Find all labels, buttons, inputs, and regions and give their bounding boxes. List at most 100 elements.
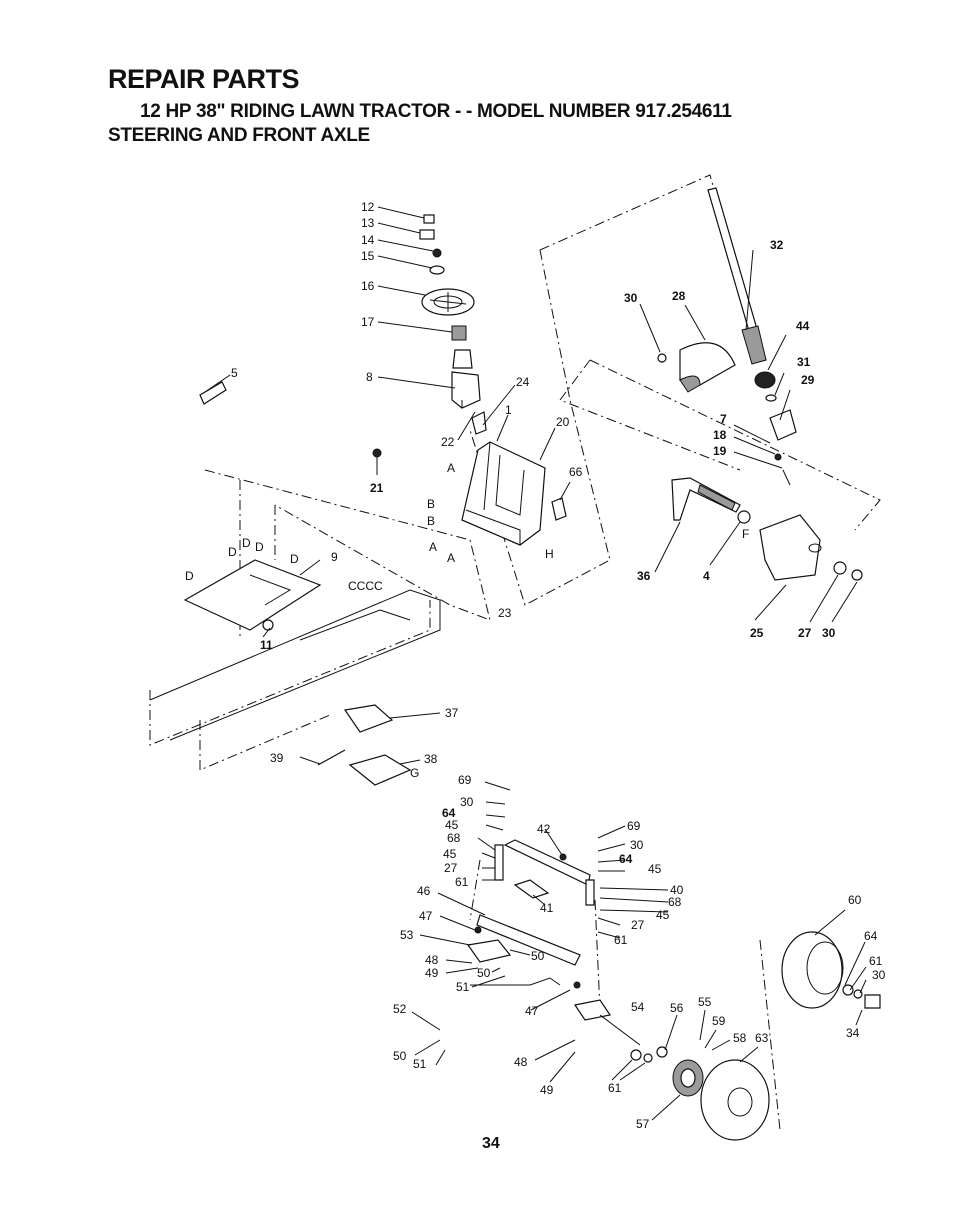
callout: 30 — [630, 838, 644, 852]
callout: A — [447, 551, 455, 565]
mount-bracket — [343, 704, 394, 733]
axle-bracket — [348, 754, 412, 786]
callout: 28 — [672, 289, 686, 303]
callout: 30 — [460, 795, 474, 809]
nut-part — [432, 248, 442, 258]
callout: 39 — [270, 751, 284, 765]
spindle-right — [574, 999, 611, 1021]
callout: 30 — [872, 968, 886, 982]
callout: 64 — [864, 929, 878, 943]
callout: 36 — [637, 569, 651, 583]
callout: A — [447, 461, 455, 475]
spindle-left — [466, 939, 512, 963]
callout: 61 — [455, 875, 469, 889]
callout: 51 — [456, 980, 470, 994]
callout: 54 — [631, 1000, 645, 1014]
wheels — [630, 931, 881, 1141]
ring-part — [737, 510, 751, 524]
callout: D — [242, 536, 251, 550]
callout: 69 — [627, 819, 641, 833]
callout: 48 — [425, 953, 439, 967]
page-title: REPAIR PARTS — [108, 64, 300, 94]
callout: 27 — [798, 626, 812, 640]
steering-gear-assembly — [657, 187, 797, 486]
clip-part — [551, 497, 567, 521]
callout: 50 — [393, 1049, 407, 1063]
callout: D — [255, 540, 264, 554]
callout: D — [290, 552, 299, 566]
bushing-part — [451, 325, 467, 341]
callout: 66 — [569, 465, 583, 479]
callout: B — [427, 514, 435, 528]
callout: 5 — [231, 366, 238, 380]
callout: 23 — [498, 606, 512, 620]
callout: 41 — [540, 901, 554, 915]
page-number: 34 — [482, 1135, 500, 1152]
callout: 38 — [424, 752, 438, 766]
callout: 31 — [797, 355, 811, 369]
support-bracket — [759, 514, 821, 581]
callout: 19 — [713, 444, 727, 458]
steering-arm-assembly — [671, 477, 863, 581]
callout: 45 — [648, 862, 662, 876]
steering-column-assembly — [199, 214, 487, 475]
washer-part — [429, 265, 445, 275]
callout: 68 — [447, 831, 461, 845]
callout: 30 — [822, 626, 836, 640]
lever-part — [199, 381, 227, 405]
callout: 32 — [770, 238, 784, 252]
front-tire — [700, 1059, 770, 1141]
callout: 58 — [733, 1031, 747, 1045]
front-axle-assembly — [466, 839, 641, 1046]
floor-plate — [183, 559, 322, 631]
callout: 21 — [370, 481, 384, 495]
callout: 45 — [445, 818, 459, 832]
model-subtitle: 12 HP 38" RIDING LAWN TRACTOR - - MODEL … — [140, 101, 732, 122]
callout: 4 — [703, 569, 710, 583]
callout: 30 — [624, 291, 638, 305]
callout: 50 — [477, 966, 491, 980]
callout: 63 — [755, 1031, 769, 1045]
callout: 25 — [750, 626, 764, 640]
callout: G — [410, 766, 419, 780]
callout: 15 — [361, 249, 375, 263]
callout: 47 — [525, 1004, 539, 1018]
section-title: STEERING AND FRONT AXLE — [108, 125, 370, 146]
callout: D — [185, 569, 194, 583]
callout: 44 — [796, 319, 810, 333]
callout: 48 — [514, 1055, 528, 1069]
bracket-part — [471, 411, 487, 435]
callout: 49 — [540, 1083, 554, 1097]
callout: 29 — [801, 373, 815, 387]
callout: H — [545, 547, 554, 561]
callout: 37 — [445, 706, 459, 720]
steering-shroud — [451, 371, 481, 409]
callout: 50 — [531, 949, 545, 963]
callout: 52 — [393, 1002, 407, 1016]
frame-outlines — [149, 174, 881, 1131]
callout: 27 — [444, 861, 458, 875]
tie-rod — [476, 914, 581, 966]
leader-lines — [204, 206, 867, 1121]
callout: 47 — [419, 909, 433, 923]
callout: 42 — [537, 822, 551, 836]
callout: 24 — [516, 375, 530, 389]
callout: D — [228, 545, 237, 559]
rear-tire — [781, 931, 843, 1009]
callout: 45 — [443, 847, 457, 861]
callout: 14 — [361, 233, 375, 247]
callout: 57 — [636, 1117, 650, 1131]
pinion-gear — [754, 371, 776, 389]
callout: 8 — [366, 370, 373, 384]
callout: 61 — [869, 954, 883, 968]
dash-panel-part — [461, 441, 546, 546]
callout: 68 — [668, 895, 682, 909]
callout: B — [427, 497, 435, 511]
callout: 60 — [848, 893, 862, 907]
column-part — [452, 349, 473, 369]
callout: 9 — [331, 550, 338, 564]
callout: 46 — [417, 884, 431, 898]
callout: 7 — [720, 412, 727, 426]
callout: 45 — [656, 908, 670, 922]
cap-part — [423, 214, 435, 224]
